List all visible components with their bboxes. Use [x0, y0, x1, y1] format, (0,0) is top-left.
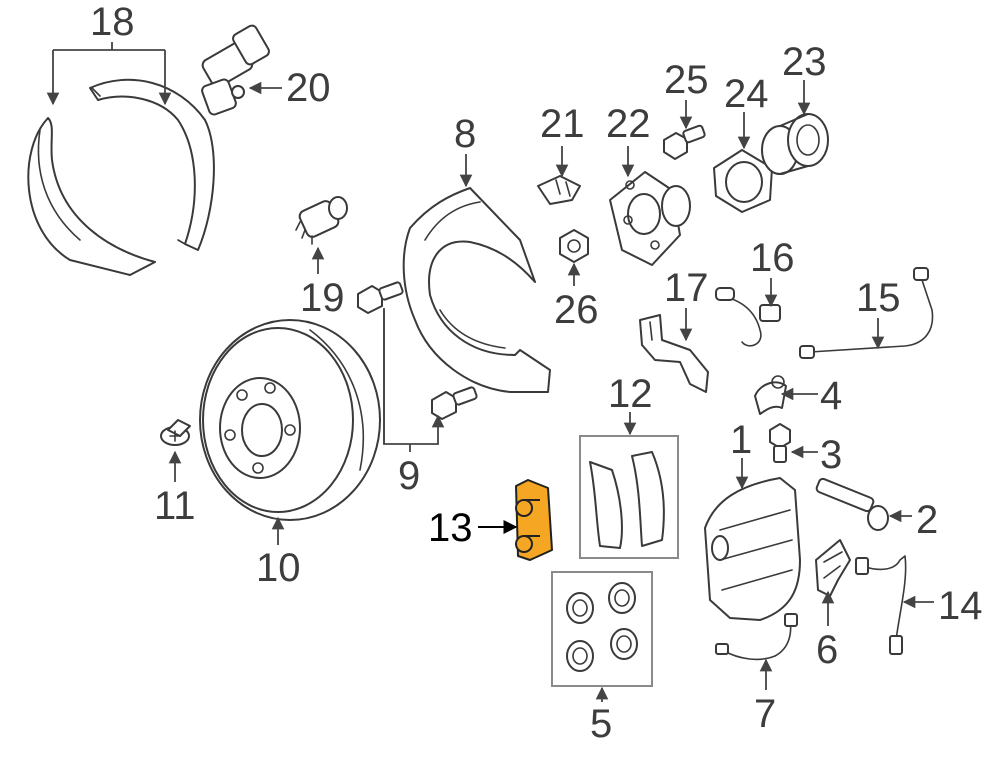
parking-brake-shoes[interactable] [27, 78, 215, 276]
callout-10: 10 [256, 546, 301, 590]
brake-line-bracket[interactable] [639, 314, 709, 393]
brake-rotor[interactable] [199, 319, 381, 521]
callout-11: 11 [154, 484, 196, 528]
callout-5: 5 [590, 702, 613, 746]
callout-22: 22 [606, 102, 651, 146]
pad-retaining-pins[interactable] [515, 479, 553, 561]
callout-12: 12 [608, 372, 653, 416]
brake-pad-kit[interactable] [579, 435, 679, 559]
caliper-bolt-upper[interactable] [357, 281, 404, 314]
wear-sensor[interactable] [855, 555, 907, 655]
bleeder-screw[interactable] [769, 423, 791, 463]
brake-caliper[interactable] [704, 477, 801, 621]
callout-3: 3 [820, 433, 843, 477]
callout-14: 14 [938, 584, 983, 628]
callout-25: 25 [664, 58, 709, 102]
callout-13: 13 [428, 506, 473, 550]
callout-26: 26 [554, 288, 599, 332]
rotor-screw[interactable] [160, 419, 191, 446]
wheel-bearing[interactable] [761, 113, 829, 175]
bearing-seal[interactable] [713, 149, 773, 213]
hose-clip[interactable] [754, 375, 787, 415]
callout-7: 7 [754, 692, 777, 736]
callout-19: 19 [300, 276, 345, 320]
wheel-hub[interactable] [609, 171, 691, 266]
brake-adjuster[interactable] [200, 24, 270, 116]
caliper-seal-kit[interactable] [551, 571, 653, 687]
wheel-cylinder[interactable] [295, 196, 348, 245]
callout-21: 21 [540, 102, 585, 146]
caliper-bolt-lower[interactable] [431, 386, 478, 420]
leader-lines [46, 42, 934, 702]
hub-bolt[interactable] [663, 124, 706, 160]
hub-nut[interactable] [559, 229, 589, 263]
callout-15: 15 [856, 276, 901, 320]
callout-17: 17 [664, 266, 709, 310]
callout-8: 8 [454, 112, 477, 156]
brake-hose[interactable] [799, 267, 934, 359]
sensor-clip[interactable] [537, 175, 581, 205]
callout-4: 4 [820, 374, 843, 418]
caliper-brake-line[interactable] [715, 613, 798, 661]
callout-16: 16 [750, 236, 795, 280]
callout-6: 6 [816, 628, 839, 672]
callout-1: 1 [730, 418, 753, 462]
guide-pin[interactable] [815, 477, 889, 531]
callout-18: 18 [90, 0, 135, 44]
callout-9: 9 [398, 454, 421, 498]
callout-2: 2 [916, 498, 939, 542]
callout-20: 20 [286, 66, 331, 110]
callout-24: 24 [724, 72, 769, 116]
anti-rattle-clip[interactable] [815, 539, 851, 597]
splash-shield[interactable] [402, 187, 551, 393]
callout-23: 23 [782, 40, 827, 84]
